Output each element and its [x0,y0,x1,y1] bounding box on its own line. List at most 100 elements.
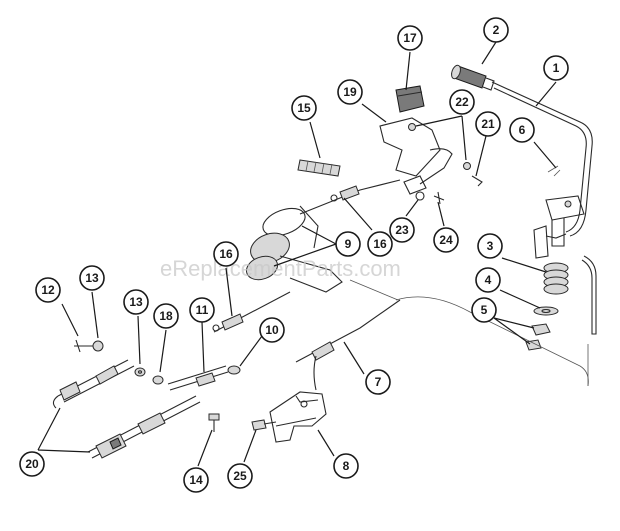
leader-21 [475,135,487,177]
handle-grip-part [451,64,495,91]
callout-2-label: 2 [493,23,500,37]
callout-4-label: 4 [485,273,492,287]
callout-2: 2 [483,17,509,43]
leader-9 [273,225,337,267]
lever-bracket-part [533,165,585,259]
bracket-plate-part [269,391,327,443]
leader-16a [225,267,233,317]
spring-part-15 [297,159,341,177]
leader-10 [239,335,263,367]
link-part [74,339,104,353]
leader-13a [91,291,99,339]
callout-14-label: 14 [189,473,203,487]
leader-5 [493,317,535,345]
leader-12 [61,303,79,337]
leader-25 [243,429,257,463]
callout-8: 8 [333,453,359,479]
callout-13b-label: 13 [129,295,143,309]
leader-2 [481,41,497,65]
leader-16b [343,197,373,231]
leader-14 [197,429,213,467]
callout-10-label: 10 [265,323,279,337]
leader-7 [343,341,365,375]
lever-rod-part [491,81,593,239]
callout-22: 22 [449,89,475,115]
shaft-assembly-part [134,365,229,391]
cable-end-upper-part [299,179,401,215]
callout-6-label: 6 [519,123,526,137]
callout-13a: 13 [79,265,105,291]
callout-1: 1 [543,55,569,81]
leader-4 [499,289,541,309]
callout-17-label: 17 [403,31,417,45]
callout-20: 20 [19,451,45,477]
pulley-assembly-part [246,205,343,293]
callout-15: 15 [291,95,317,121]
callouts: 1 2 3 4 5 6 7 8 [19,17,569,493]
frame-outline [349,279,589,387]
leader-13b [137,315,141,365]
shaft-upper-part [52,359,135,409]
nut-part-22 [408,123,471,170]
callout-7: 7 [365,369,391,395]
cable-part-7 [295,299,401,391]
callout-14: 14 [183,467,209,493]
callout-11-label: 11 [196,303,209,317]
callout-12: 12 [35,277,61,303]
callout-5-label: 5 [481,303,488,317]
callout-23: 23 [389,217,415,243]
leader-8 [317,429,335,457]
leader-1 [535,81,557,107]
callout-18: 18 [153,303,179,329]
leader-19 [361,103,387,123]
leader-24 [437,201,445,227]
leader-lines [37,41,557,467]
bolt-part-25 [251,419,277,431]
callout-9: 9 [335,231,361,257]
watermark-text: eReplacementParts.com [160,256,401,281]
callout-7-label: 7 [375,375,382,389]
parts-artwork [52,64,597,459]
callout-19: 19 [337,79,363,105]
callout-24-label: 24 [439,233,453,247]
callout-9-label: 9 [345,237,352,251]
leader-17 [405,51,411,91]
callout-18-label: 18 [159,309,173,323]
callout-10: 10 [259,317,285,343]
leader-23 [405,199,419,217]
callout-21: 21 [475,111,501,137]
pivot-bracket-part [379,117,453,195]
callout-23-label: 23 [395,223,409,237]
callout-6: 6 [509,117,535,143]
callout-12-label: 12 [41,283,55,297]
callout-5: 5 [471,297,497,323]
leader-15 [309,121,321,159]
callout-24: 24 [433,227,459,253]
washer-part-4 [533,306,559,316]
washer-part-10 [227,365,241,375]
callout-16b-label: 16 [373,237,387,251]
callout-25-label: 25 [233,469,247,483]
callout-11: 11 [189,297,215,323]
leader-3 [501,257,547,273]
callout-13a-label: 13 [85,271,99,285]
callout-13b: 13 [123,289,149,315]
callout-21-label: 21 [481,117,495,131]
clip-parts [415,175,483,205]
leader-20 [37,407,91,453]
leader-18 [159,329,167,373]
callout-1-label: 1 [553,61,560,75]
callout-16a: 16 [213,241,239,267]
pad-part [395,85,425,113]
callout-3: 3 [477,233,503,259]
callout-15-label: 15 [297,101,311,115]
callout-20-label: 20 [25,457,39,471]
nut-part-5 [525,323,551,351]
callout-19-label: 19 [343,85,357,99]
callout-3-label: 3 [487,239,494,253]
shaft-lower-part [87,395,201,459]
leader-11 [201,321,205,373]
callout-22-label: 22 [455,95,469,109]
callout-16b: 16 [367,231,393,257]
callout-8-label: 8 [343,459,350,473]
